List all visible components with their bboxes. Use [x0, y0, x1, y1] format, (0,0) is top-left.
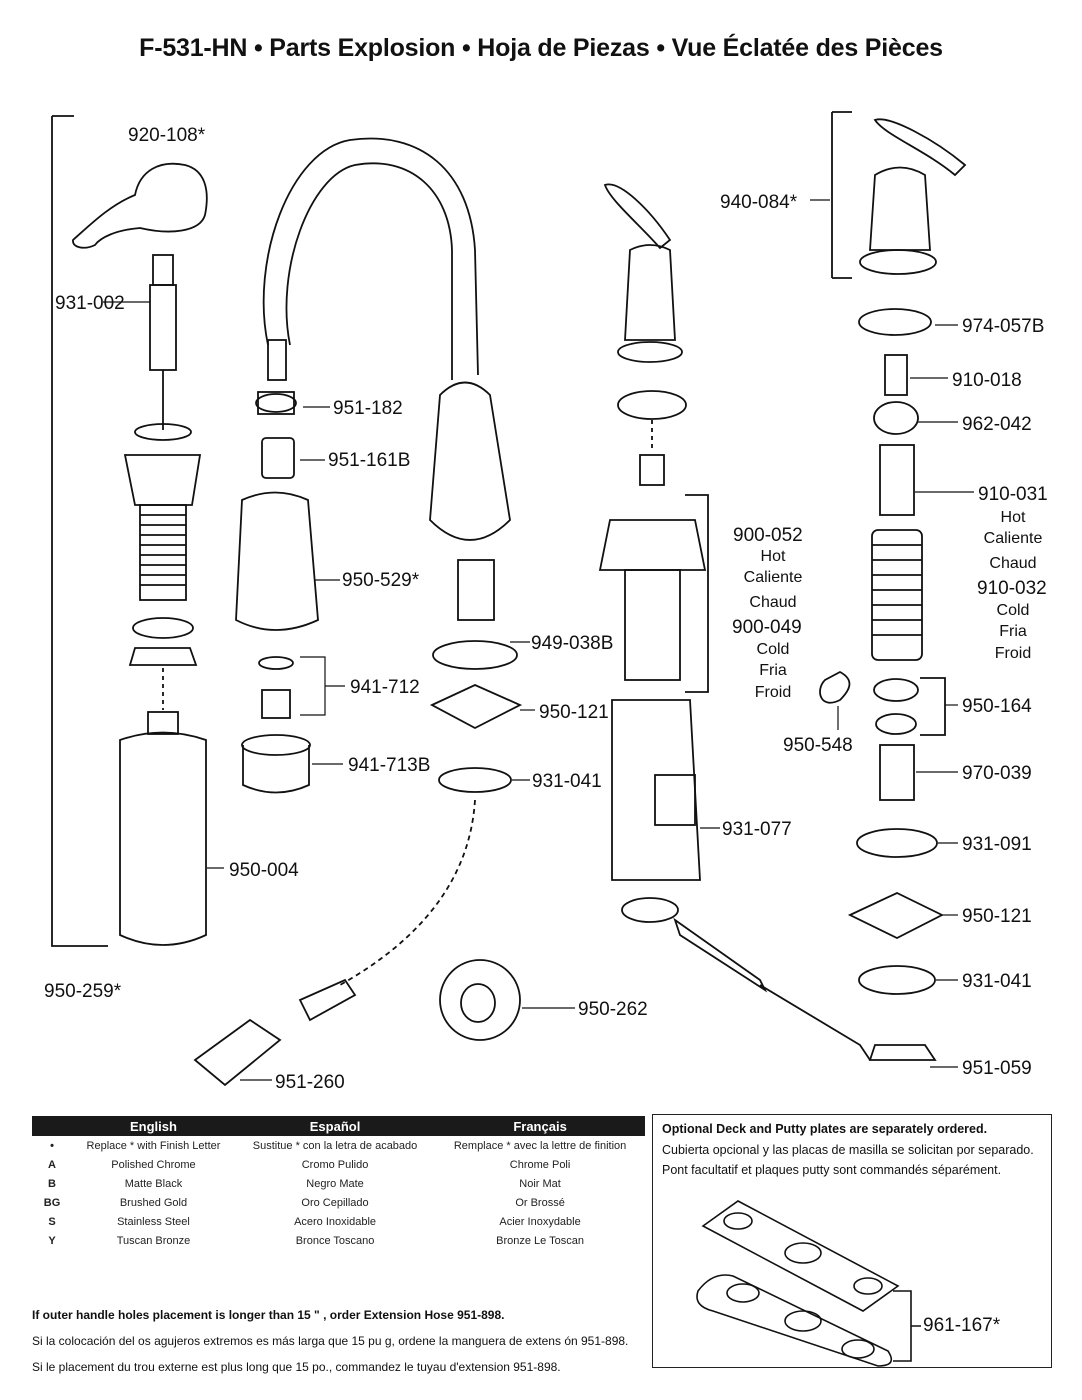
label-hot: Hot [761, 548, 786, 565]
part-label-931-002: 931-002 [55, 293, 125, 314]
label-caliente: Caliente [744, 569, 803, 586]
table-row: B Matte Black Negro Mate Noir Mat [32, 1174, 645, 1193]
finish-espanol: Acero Inoxidable [294, 1215, 377, 1228]
note-english: If outer handle holes placement is longe… [32, 1308, 505, 1322]
finish-table: English Español Français • Replace * wit… [32, 1116, 645, 1250]
label-froid: Froid [755, 684, 791, 701]
part-label-941-713b: 941-713B [348, 755, 430, 776]
deck-plate-illustration: 961-167* [696, 1200, 1001, 1367]
part-label-951-059: 951-059 [962, 1058, 1032, 1079]
finish-code: Y [48, 1234, 56, 1247]
part-label-931-091: 931-091 [962, 834, 1032, 855]
finish-francais: Remplace * avec la lettre de finition [453, 1139, 627, 1152]
finish-espanol: Negro Mate [306, 1177, 364, 1190]
finish-code: • [50, 1139, 54, 1152]
part-label-900-049: 900-049 [732, 617, 802, 638]
table-row: A Polished Chrome Cromo Pulido Chrome Po… [32, 1155, 645, 1174]
hot-valve-assembly [598, 183, 871, 1061]
table-row: • Replace * with Finish Letter Sustitue … [32, 1136, 645, 1155]
part-label-931-041-right: 931-041 [962, 971, 1032, 992]
label-caliente-right: Caliente [984, 530, 1043, 547]
part-label-974-057b: 974-057B [962, 316, 1044, 337]
label-fria-right: Fria [999, 623, 1027, 640]
part-label-920-108: 920-108* [128, 125, 206, 146]
part-label-950-121-middle: 950-121 [539, 702, 609, 723]
optional-note-spanish: Cubierta opcional y las placas de masill… [662, 1143, 1034, 1157]
table-row: Y Tuscan Bronze Bronce Toscano Bronze Le… [32, 1231, 645, 1250]
part-label-950-164: 950-164 [962, 696, 1032, 717]
finish-francais: Acier Inoxydable [499, 1215, 581, 1228]
part-label-940-084: 940-084* [720, 192, 798, 213]
finish-english: Tuscan Bronze [116, 1234, 191, 1247]
label-cold: Cold [757, 641, 790, 658]
part-label-941-712: 941-712 [350, 677, 420, 698]
part-label-931-041-middle: 931-041 [532, 771, 602, 792]
finish-code: A [48, 1158, 56, 1171]
part-label-900-052: 900-052 [733, 525, 803, 546]
part-label-951-161b: 951-161B [328, 450, 410, 471]
part-label-910-032: 910-032 [977, 578, 1047, 599]
finish-code: S [48, 1215, 56, 1228]
label-chaud: Chaud [749, 594, 796, 611]
part-label-951-260: 951-260 [275, 1072, 345, 1093]
finish-code: BG [43, 1196, 61, 1209]
spout-accessories [235, 339, 319, 794]
part-label-950-121-right: 950-121 [962, 906, 1032, 927]
part-label-950-529: 950-529* [342, 570, 420, 591]
optional-plates-box: Optional Deck and Putty plates are separ… [652, 1114, 1052, 1368]
part-label-950-004: 950-004 [229, 860, 299, 881]
cold-valve-assembly [819, 111, 967, 1061]
part-label-949-038b: 949-038B [531, 633, 613, 654]
finish-francais: Chrome Poli [509, 1158, 571, 1171]
parts-explosion-diagram: 920-108* 931-002 950-004 950-259* 951-18… [44, 111, 1048, 1093]
finish-english: Replace * with Finish Letter [86, 1139, 221, 1152]
finish-code: B [48, 1177, 56, 1190]
page-title: F-531-HN • Parts Explosion • Hoja de Pie… [139, 34, 943, 62]
label-froid-right: Froid [995, 645, 1031, 662]
part-label-961-167: 961-167* [923, 1315, 1001, 1336]
part-label-970-039: 970-039 [962, 763, 1032, 784]
finish-english: Stainless Steel [117, 1215, 190, 1228]
part-label-962-042: 962-042 [962, 414, 1032, 435]
finish-francais: Or Brossé [515, 1196, 565, 1209]
finish-english: Matte Black [124, 1177, 183, 1190]
soap-dispenser-assembly [51, 115, 208, 947]
leader-lines [103, 199, 974, 1081]
finish-francais: Bronze Le Toscan [496, 1234, 584, 1247]
header-espanol: Español [234, 1116, 436, 1136]
finish-english: Brushed Gold [119, 1196, 188, 1209]
finish-english: Polished Chrome [111, 1158, 196, 1171]
table-row: S Stainless Steel Acero Inoxidable Acier… [32, 1212, 645, 1231]
finish-espanol: Bronce Toscano [295, 1234, 375, 1247]
part-label-910-018: 910-018 [952, 370, 1022, 391]
finish-espanol: Cromo Pulido [301, 1158, 369, 1171]
part-label-950-262: 950-262 [578, 999, 648, 1020]
table-row: BG Brushed Gold Oro Cepillado Or Brossé [32, 1193, 645, 1212]
extension-hose-notes: If outer handle holes placement is longe… [32, 1302, 652, 1380]
part-label-910-031: 910-031 [978, 484, 1048, 505]
finish-francais: Noir Mat [519, 1177, 561, 1190]
label-chaud-right: Chaud [989, 555, 1036, 572]
optional-note-french: Pont facultatif et plaques putty sont co… [662, 1163, 1002, 1177]
note-spanish: Si la colocación del os agujeros extremo… [32, 1334, 629, 1348]
gooseneck-spout [193, 137, 523, 1087]
part-label-931-077: 931-077 [722, 819, 792, 840]
note-french: Si le placement du trou externe est plus… [32, 1360, 561, 1374]
header-code [32, 1116, 72, 1136]
label-hot-right: Hot [1001, 509, 1026, 526]
label-fria: Fria [759, 662, 787, 679]
optional-note-english: Optional Deck and Putty plates are separ… [662, 1122, 988, 1136]
finish-espanol: Oro Cepillado [301, 1196, 369, 1209]
part-label-950-548: 950-548 [783, 735, 853, 756]
header-english: English [72, 1116, 235, 1136]
finish-table-header: English Español Français [32, 1116, 645, 1136]
part-label-951-182: 951-182 [333, 398, 403, 419]
part-label-950-259: 950-259* [44, 981, 122, 1002]
label-cold-right: Cold [997, 602, 1030, 619]
header-francais: Français [435, 1116, 645, 1136]
finish-espanol: Sustitue * con la letra de acabado [252, 1139, 418, 1152]
part-labels: 920-108* 931-002 950-004 950-259* 951-18… [44, 125, 1048, 1093]
